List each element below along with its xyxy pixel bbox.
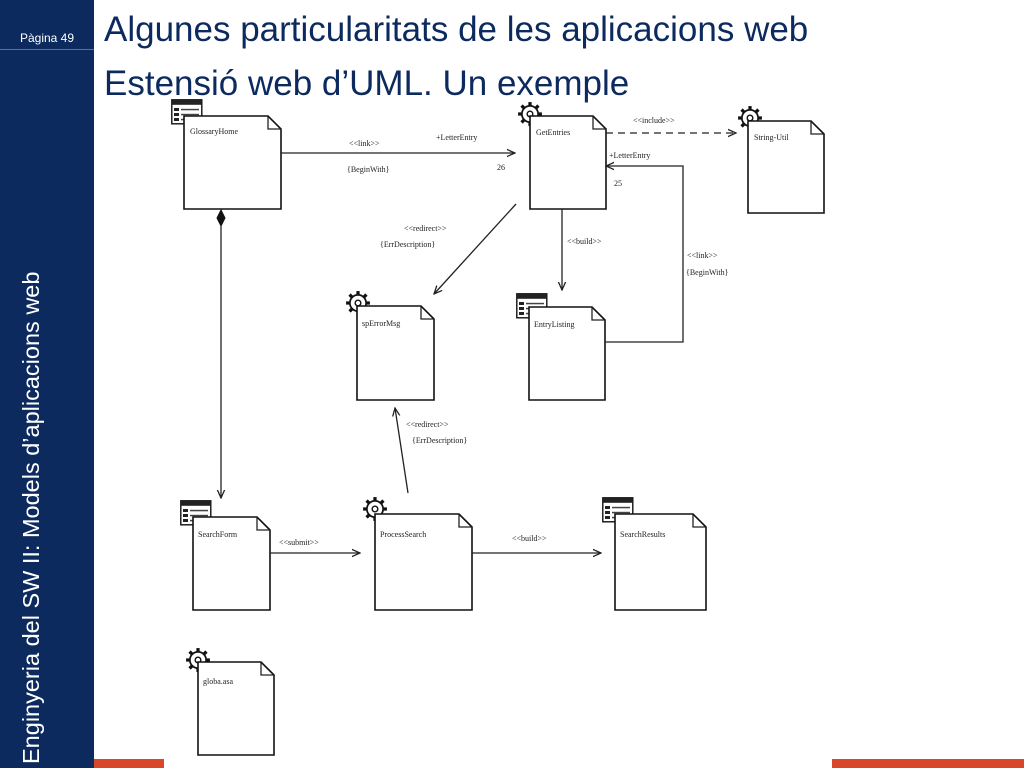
redirect-processsearch-to-sperrormsg: <<redirect>> {ErrDescription} bbox=[395, 408, 467, 494]
aggregation-glossary-to-searchform bbox=[216, 208, 226, 498]
svg-text:25: 25 bbox=[614, 179, 622, 188]
footer-accent-bar-right bbox=[832, 759, 1024, 768]
footer-accent-bar-left bbox=[94, 759, 164, 768]
svg-text:{BeginWith}: {BeginWith} bbox=[686, 268, 729, 277]
svg-text:<<submit>>: <<submit>> bbox=[279, 538, 319, 547]
glossary-home-label: GlossaryHome bbox=[190, 127, 238, 136]
search-form-label: SearchForm bbox=[198, 530, 238, 539]
svg-text:<<build>>: <<build>> bbox=[512, 534, 547, 543]
sidebar: Pàgina 49 Enginyeria del SW II: Models d… bbox=[0, 0, 94, 768]
string-util-component: String-Util bbox=[737, 105, 825, 214]
page-number: Pàgina 49 bbox=[19, 31, 75, 45]
search-results-component: SearchResults bbox=[602, 497, 707, 611]
get-entries-label: GetEntries bbox=[536, 128, 570, 137]
svg-text:{ErrDescription}: {ErrDescription} bbox=[380, 240, 435, 249]
global-asa-label: globa.asa bbox=[203, 677, 233, 686]
sp-error-msg-label: spErrorMsg bbox=[362, 319, 400, 328]
svg-text:<<redirect>>: <<redirect>> bbox=[404, 224, 447, 233]
svg-text:<<link>>: <<link>> bbox=[687, 251, 718, 260]
entry-listing-component: EntryListing bbox=[516, 293, 606, 401]
build-getentries-to-entrylisting: <<build>> bbox=[562, 209, 602, 290]
svg-text:+LetterEntry: +LetterEntry bbox=[436, 133, 477, 142]
search-form-component: SearchForm bbox=[180, 500, 271, 611]
sp-error-msg-component: spErrorMsg bbox=[345, 290, 435, 401]
search-results-label: SearchResults bbox=[620, 530, 665, 539]
redirect-getentries-to-sperrormsg: <<redirect>> {ErrDescription} bbox=[380, 203, 517, 294]
process-search-component: ProcessSearch bbox=[362, 496, 473, 611]
svg-text:<<build>>: <<build>> bbox=[567, 237, 602, 246]
link-glossary-to-getentries: <<link>> {BeginWith} +LetterEntry 26 bbox=[281, 133, 515, 174]
link-entrylisting-to-getentries: +LetterEntry 25 <<link>> {BeginWith} bbox=[605, 151, 729, 343]
svg-text:+LetterEntry: +LetterEntry bbox=[609, 151, 650, 160]
include-getentries-to-stringutil: <<include>> bbox=[606, 116, 736, 133]
svg-text:26: 26 bbox=[497, 163, 505, 172]
global-asa-component: globa.asa bbox=[185, 647, 275, 756]
page-number-rule bbox=[0, 49, 94, 50]
entry-listing-label: EntryListing bbox=[534, 320, 574, 329]
slide-title: Algunes particularitats de les aplicacio… bbox=[104, 10, 809, 49]
get-entries-component: GetEntries bbox=[517, 101, 607, 210]
slide-subtitle: Estensió web d’UML. Un exemple bbox=[104, 64, 630, 103]
svg-text:<<redirect>>: <<redirect>> bbox=[406, 420, 449, 429]
process-search-label: ProcessSearch bbox=[380, 530, 426, 539]
submit-searchform-to-processsearch: <<submit>> bbox=[270, 538, 360, 553]
svg-text:<<include>>: <<include>> bbox=[633, 116, 675, 125]
svg-text:{ErrDescription}: {ErrDescription} bbox=[412, 436, 467, 445]
build-processsearch-to-searchresults: <<build>> bbox=[472, 534, 601, 553]
string-util-label: String-Util bbox=[754, 133, 789, 142]
svg-text:<<link>>: <<link>> bbox=[349, 139, 380, 148]
svg-text:{BeginWith}: {BeginWith} bbox=[347, 165, 390, 174]
glossary-home-component: GlossaryHome bbox=[171, 99, 282, 210]
